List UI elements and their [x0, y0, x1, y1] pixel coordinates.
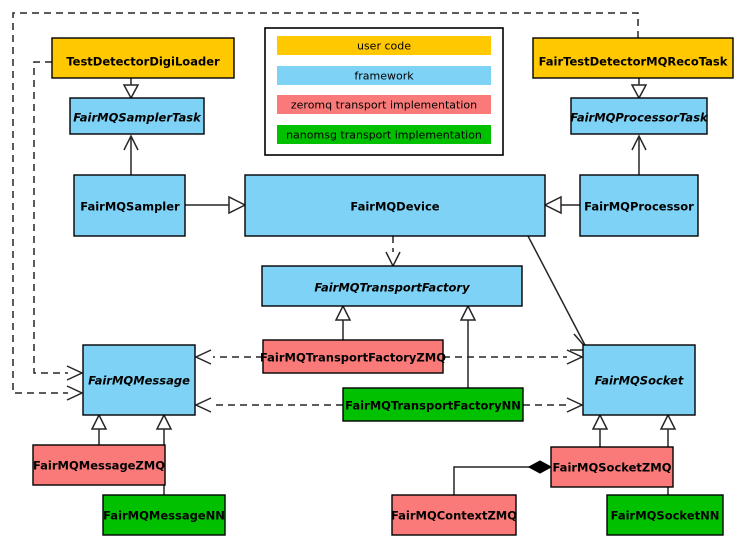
- class-node-fairtestdetectormqrecotask[interactable]: FairTestDetectorMQRecoTask: [532, 37, 734, 79]
- legend-item-user-code: user code: [277, 36, 491, 55]
- edge-fairmqcontextzmq-to-fairmqsocketzmq: [453, 460, 553, 495]
- class-node-fairmqsamplertask[interactable]: FairMQSamplerTask: [69, 97, 205, 135]
- edge-fairmqtransportfactorynn-to-fairmqtransportfactory: [459, 304, 477, 388]
- edge-fairmqmessagezmq-to-fairmqmessage: [90, 413, 108, 445]
- edge-fairmqtransportfactorynn-to-fairmqmessage: [194, 397, 343, 413]
- node-layer: TestDetectorDigiLoader FairTestDetectorM…: [32, 37, 734, 536]
- edge-fairmqtransportfactoryzmq-to-fairmqmessage: [194, 349, 263, 365]
- legend-label-framework: framework: [354, 70, 414, 83]
- class-node-fairmqsocket[interactable]: FairMQSocket: [582, 344, 696, 416]
- class-label-fairmqdevice: FairMQDevice: [350, 200, 439, 214]
- class-node-fairmqsocketzmq[interactable]: FairMQSocketZMQ: [550, 446, 674, 488]
- edge-fairmqtransportfactorynn-to-fairmqsocket: [523, 397, 584, 413]
- class-node-fairmqtransportfactoryzmq[interactable]: FairMQTransportFactoryZMQ: [260, 339, 446, 374]
- legend-label-user-code: user code: [357, 40, 411, 53]
- class-label-fairmqtransportfactory: FairMQTransportFactory: [314, 281, 470, 295]
- class-node-testdetectordigiloader[interactable]: TestDetectorDigiLoader: [51, 37, 235, 79]
- edge-fairtestdetectormqrecotask-to-fairmqprocessortask: [630, 78, 648, 100]
- class-label-fairmqsocketnn: FairMQSocketNN: [611, 509, 720, 523]
- edge-testdetectordigiloader-to-fairmqsamplertask: [122, 78, 140, 100]
- edge-fairmqdevice-to-fairmqsocket: [527, 235, 590, 351]
- edge-fairmqprocessor-to-fairmqdevice: [543, 195, 580, 215]
- edge-fairmqdevice-to-fairmqtransportfactory: [385, 236, 401, 268]
- class-label-fairmqsocket: FairMQSocket: [595, 374, 684, 388]
- class-node-fairmqdevice[interactable]: FairMQDevice: [244, 174, 546, 237]
- edge-fairmqtransportfactoryzmq-to-fairmqtransportfactory: [334, 304, 352, 340]
- legend: user code framework zeromq transport imp…: [264, 27, 504, 156]
- edge-fairtestdetectormqrecotask-to-fairmqmessage: [12, 12, 639, 401]
- edge-fairmqsampler-to-fairmqdevice: [185, 195, 247, 215]
- class-label-testdetectordigiloader: TestDetectorDigiLoader: [66, 55, 220, 69]
- edge-fairmqtransportfactoryzmq-to-fairmqsocket: [443, 349, 584, 365]
- class-label-fairmqsocketzmq: FairMQSocketZMQ: [553, 461, 672, 475]
- class-node-fairmqmessagenn[interactable]: FairMQMessageNN: [102, 494, 226, 536]
- class-label-fairtestdetectormqrecotask: FairTestDetectorMQRecoTask: [539, 55, 728, 69]
- class-node-fairmqsocketnn[interactable]: FairMQSocketNN: [606, 494, 724, 536]
- legend-label-zeromq: zeromq transport implementation: [291, 99, 477, 112]
- class-node-fairmqprocessor[interactable]: FairMQProcessor: [579, 174, 699, 237]
- legend-label-nanomsg: nanomsg transport implementation: [286, 129, 482, 142]
- class-node-fairmqtransportfactorynn[interactable]: FairMQTransportFactoryNN: [342, 387, 524, 422]
- edge-fairmqsampler-to-fairmqsamplertask: [123, 134, 139, 175]
- class-node-fairmqcontextzmq[interactable]: FairMQContextZMQ: [391, 494, 517, 536]
- class-label-fairmqsamplertask: FairMQSamplerTask: [73, 111, 202, 125]
- class-label-fairmqmessagenn: FairMQMessageNN: [103, 509, 225, 523]
- edge-fairmqsocketzmq-to-fairmqsocket: [591, 413, 609, 447]
- class-label-fairmqmessage: FairMQMessage: [88, 374, 190, 388]
- edge-fairmqprocessor-to-fairmqprocessortask: [631, 134, 647, 175]
- edge-testdetectordigiloader-to-fairmqmessage: [33, 61, 84, 381]
- class-node-fairmqtransportfactory[interactable]: FairMQTransportFactory: [261, 265, 523, 307]
- class-label-fairmqprocessor: FairMQProcessor: [584, 200, 694, 214]
- class-node-fairmqsampler[interactable]: FairMQSampler: [73, 174, 186, 237]
- class-node-fairmqmessage[interactable]: FairMQMessage: [82, 344, 196, 416]
- class-label-fairmqtransportfactoryzmq: FairMQTransportFactoryZMQ: [260, 351, 446, 365]
- class-node-fairmqmessagezmq[interactable]: FairMQMessageZMQ: [32, 444, 166, 486]
- legend-item-zeromq: zeromq transport implementation: [277, 95, 491, 114]
- legend-item-framework: framework: [277, 66, 491, 85]
- legend-item-nanomsg: nanomsg transport implementation: [277, 125, 491, 144]
- class-label-fairmqcontextzmq: FairMQContextZMQ: [391, 509, 517, 523]
- class-label-fairmqprocessortask: FairMQProcessorTask: [570, 111, 709, 125]
- class-label-fairmqmessagezmq: FairMQMessageZMQ: [33, 459, 165, 473]
- class-node-fairmqprocessortask[interactable]: FairMQProcessorTask: [570, 97, 709, 135]
- class-label-fairmqtransportfactorynn: FairMQTransportFactoryNN: [345, 399, 521, 413]
- class-label-fairmqsampler: FairMQSampler: [80, 200, 180, 214]
- edge-layer: [12, 12, 677, 495]
